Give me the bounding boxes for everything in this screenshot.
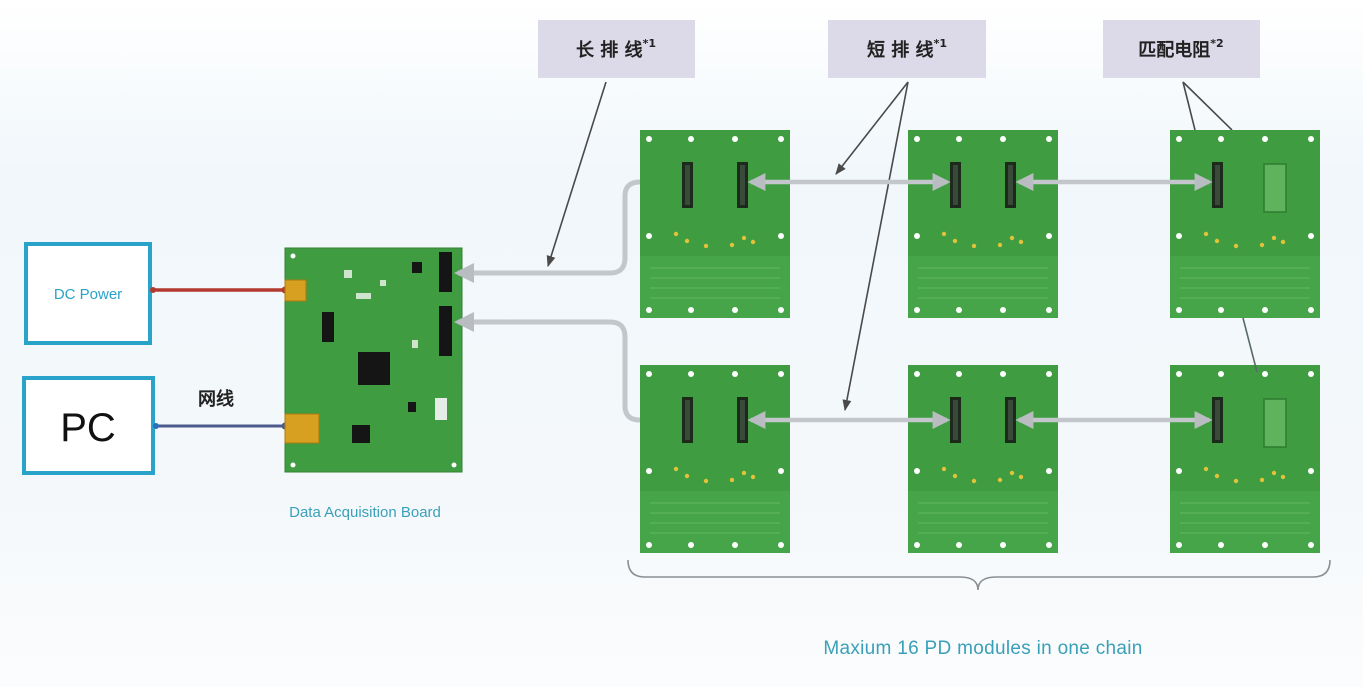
pd-module — [907, 364, 1059, 554]
callout-short-ribbon-note: *1 — [934, 37, 947, 50]
pointer-short-ribbon-bottom — [842, 81, 909, 412]
pc-label: PC — [60, 406, 116, 450]
callout-short-ribbon-label: 短 排 线 — [867, 39, 934, 61]
short-ribbon-cables — [747, 173, 1213, 429]
dab-chip — [408, 402, 416, 412]
pd-module — [907, 129, 1059, 319]
pointer-short-ribbon-top — [835, 81, 909, 175]
callout-short-ribbon-cable: 短 排 线*1 — [828, 20, 986, 78]
end-module-link — [1242, 317, 1258, 373]
dab-chip — [412, 262, 422, 273]
pc-box: PC — [22, 376, 155, 475]
dab-component — [380, 280, 386, 286]
callout-resistor-label: 匹配电阻 — [1138, 39, 1210, 61]
dc-power-box: DC Power — [24, 242, 152, 345]
callout-resistor-note: *2 — [1210, 37, 1223, 50]
svg-text:短 排 线*1: 短 排 线*1 — [867, 37, 947, 61]
chain-brace — [627, 559, 1331, 591]
callout-terminating-resistor: 匹配电阻*2 — [1103, 20, 1260, 78]
dab-component — [356, 293, 371, 299]
pointer-resistor-b — [1182, 81, 1233, 131]
dab-main-chip — [358, 352, 390, 385]
callout-long-ribbon-label: 长 排 线 — [576, 39, 643, 61]
dab-ribbon-connector-top — [439, 252, 452, 292]
dab-ethernet-connector — [284, 413, 320, 444]
svg-text:长 排 线*1: 长 排 线*1 — [576, 37, 656, 61]
board-label: Data Acquisition Board — [289, 504, 441, 521]
dab-component — [344, 270, 352, 278]
pd-module-end — [1169, 364, 1321, 554]
dab-mount-holes — [290, 253, 457, 468]
dab-component — [435, 398, 447, 420]
dc-power-label: DC Power — [54, 286, 122, 303]
pd-module — [639, 129, 791, 319]
long-ribbon-cable-top — [454, 172, 687, 283]
network-cable-label: 网线 — [198, 388, 234, 410]
pd-module-end — [1169, 129, 1321, 319]
svg-text:匹配电阻*2: 匹配电阻*2 — [1138, 37, 1223, 61]
pd-module — [639, 364, 791, 554]
dab-power-connector — [284, 279, 307, 302]
dab-chip — [352, 425, 370, 443]
callout-long-ribbon-note: *1 — [643, 37, 656, 50]
chain-caption: Maxium 16 PD modules in one chain — [823, 638, 1142, 659]
data-acquisition-board — [284, 247, 463, 473]
long-ribbon-cable-bottom — [454, 312, 687, 430]
callout-long-ribbon-cable: 长 排 线*1 — [538, 20, 695, 78]
dab-component — [412, 340, 418, 348]
long-ribbon-cables — [454, 172, 687, 430]
pointer-resistor-a — [1182, 81, 1196, 131]
dab-chip — [322, 312, 334, 342]
dab-ribbon-connector-bottom — [439, 306, 452, 356]
